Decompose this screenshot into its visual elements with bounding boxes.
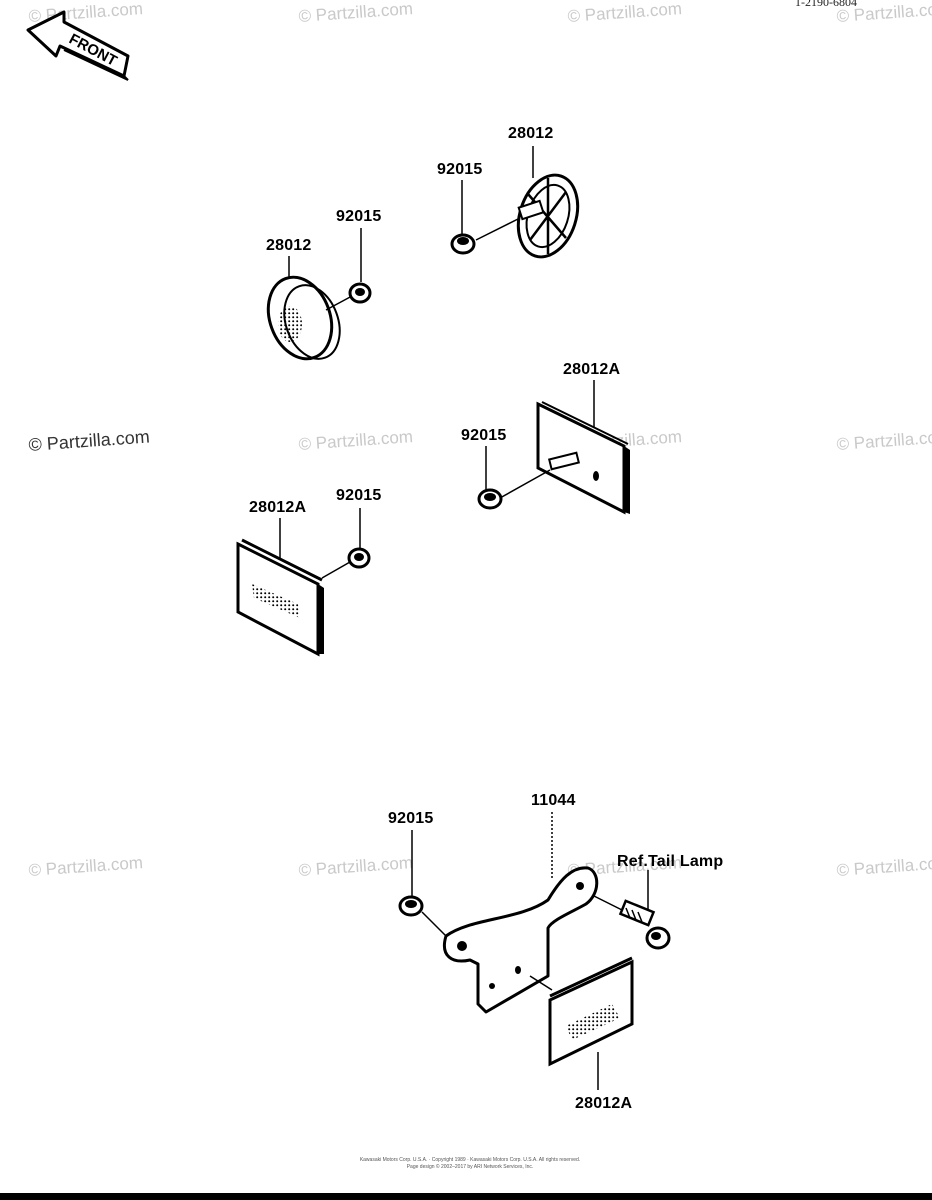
front-arrow-icon: FRONT (26, 10, 130, 81)
bottom-rule (0, 1193, 932, 1200)
bracket-11044 (443, 812, 599, 1014)
rect-reflector-right (499, 380, 630, 515)
part-label-11044: 11044 (531, 792, 576, 809)
footer-line: Kawasaki Motors Corp. U.S.A. · Copyright… (359, 1157, 581, 1163)
nut-92015-upper-left (348, 228, 372, 304)
copyright-footer: Kawasaki Motors Corp. U.S.A. · Copyright… (320, 1157, 620, 1171)
part-label-28012-left: 28012 (266, 237, 312, 254)
footer-line: Page design © 2002–2017 by ARI Network S… (406, 1164, 534, 1170)
part-label-92015-upper-right: 92015 (437, 161, 483, 178)
nut-92015-middle-right (477, 446, 503, 510)
part-label-92015-middle-right: 92015 (461, 427, 507, 444)
round-reflector-upper (475, 146, 580, 259)
part-label-92015-upper-left: 92015 (336, 208, 382, 225)
rect-reflector-bottom (529, 956, 634, 1090)
part-label-28012A-left: 28012A (249, 499, 307, 516)
nut-92015-upper-right (450, 180, 476, 255)
nut-92015-middle-left (347, 508, 371, 569)
part-label-28012A-right: 28012A (563, 361, 621, 378)
nut-92015-bottom (398, 830, 447, 937)
tail-lamp-bolt (593, 870, 671, 950)
part-label-28012A-bottom: 28012A (575, 1095, 633, 1112)
round-reflector-left (266, 256, 353, 361)
part-label-28012-upper: 28012 (508, 125, 554, 142)
page-code: 1-2190-6804 (795, 0, 857, 9)
ref-tail-lamp-label: Ref.Tail Lamp (617, 853, 724, 870)
part-label-92015-middle-left: 92015 (336, 487, 382, 504)
part-label-92015-bottom: 92015 (388, 810, 434, 827)
rect-reflector-left (236, 518, 351, 657)
